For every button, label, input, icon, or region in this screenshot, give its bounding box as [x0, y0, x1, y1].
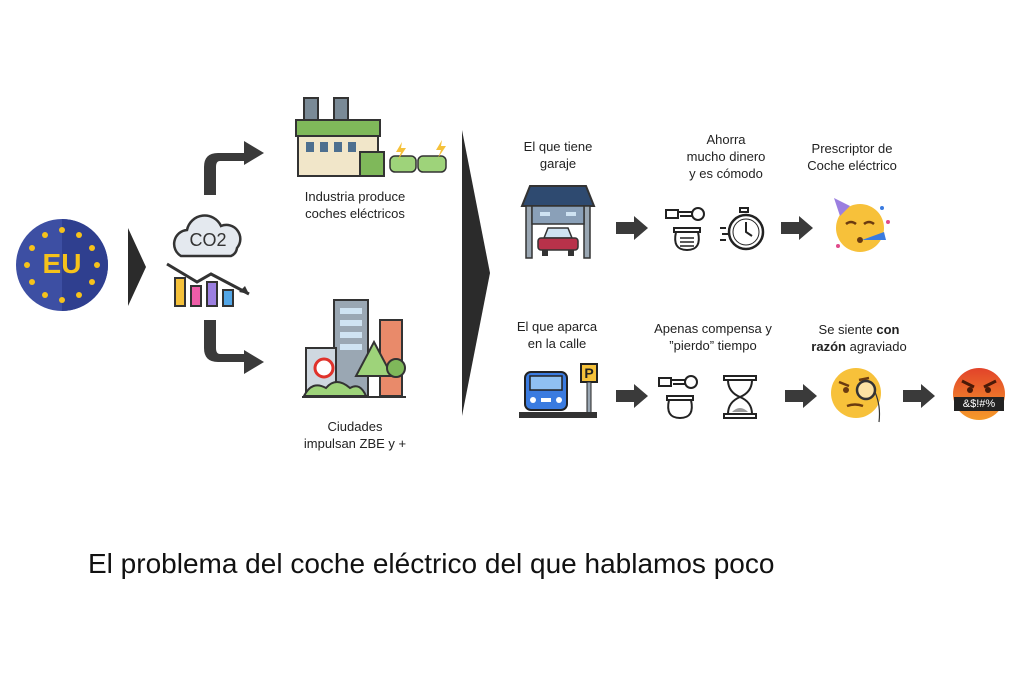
arrow-right-icon	[616, 216, 648, 240]
street-result-label: Se siente con razón agraviado	[811, 322, 907, 354]
eu-label: EU	[42, 248, 82, 279]
parking-sign-label: P	[584, 365, 594, 381]
city-low-emission-zone-icon	[300, 296, 408, 402]
garage-result-label: Prescriptor de Coche eléctrico	[807, 141, 897, 173]
garage-owner-label: El que tiene garaje	[523, 139, 593, 171]
street-benefit-label: Apenas compensa y ”pierdo” tiempo	[654, 321, 772, 353]
flow-triangle-icon	[128, 228, 146, 306]
arrow-right-icon	[781, 216, 813, 240]
arrow-right-icon	[903, 384, 935, 408]
factory-electric-cars-icon	[294, 94, 454, 180]
swear-symbols-label: &$!#%	[962, 398, 996, 410]
co2-decrease-icon: CO2	[163, 212, 255, 310]
money-bag-empty-icon	[657, 374, 703, 420]
industry-label: Industria produce coches eléctricos	[304, 189, 406, 221]
co2-label: CO2	[189, 230, 227, 250]
party-face-emoji-icon	[830, 196, 892, 254]
monocle-face-emoji-icon	[829, 366, 887, 424]
street-parker-label: El que aparca en la calle	[516, 319, 598, 351]
hourglass-icon	[720, 374, 760, 420]
garage-benefit-label: Ahorra mucho dinero y es cómodo	[686, 132, 766, 181]
cities-label: Ciudades impulsan ZBE y +	[303, 419, 407, 451]
page-title: El problema del coche eléctrico del que …	[88, 548, 775, 579]
big-flow-triangle-icon	[462, 130, 490, 416]
garage-car-icon	[520, 184, 596, 260]
eu-flag-icon: EU	[15, 218, 109, 312]
street-parked-car-icon: P	[517, 360, 599, 422]
cursing-face-emoji-icon: &$!#%	[952, 367, 1006, 421]
curved-arrow-down-icon	[198, 318, 266, 380]
stopwatch-icon	[720, 206, 766, 252]
money-savings-icon	[664, 206, 710, 252]
curved-arrow-up-icon	[198, 135, 266, 197]
arrow-right-icon	[616, 384, 648, 408]
arrow-right-icon	[785, 384, 817, 408]
